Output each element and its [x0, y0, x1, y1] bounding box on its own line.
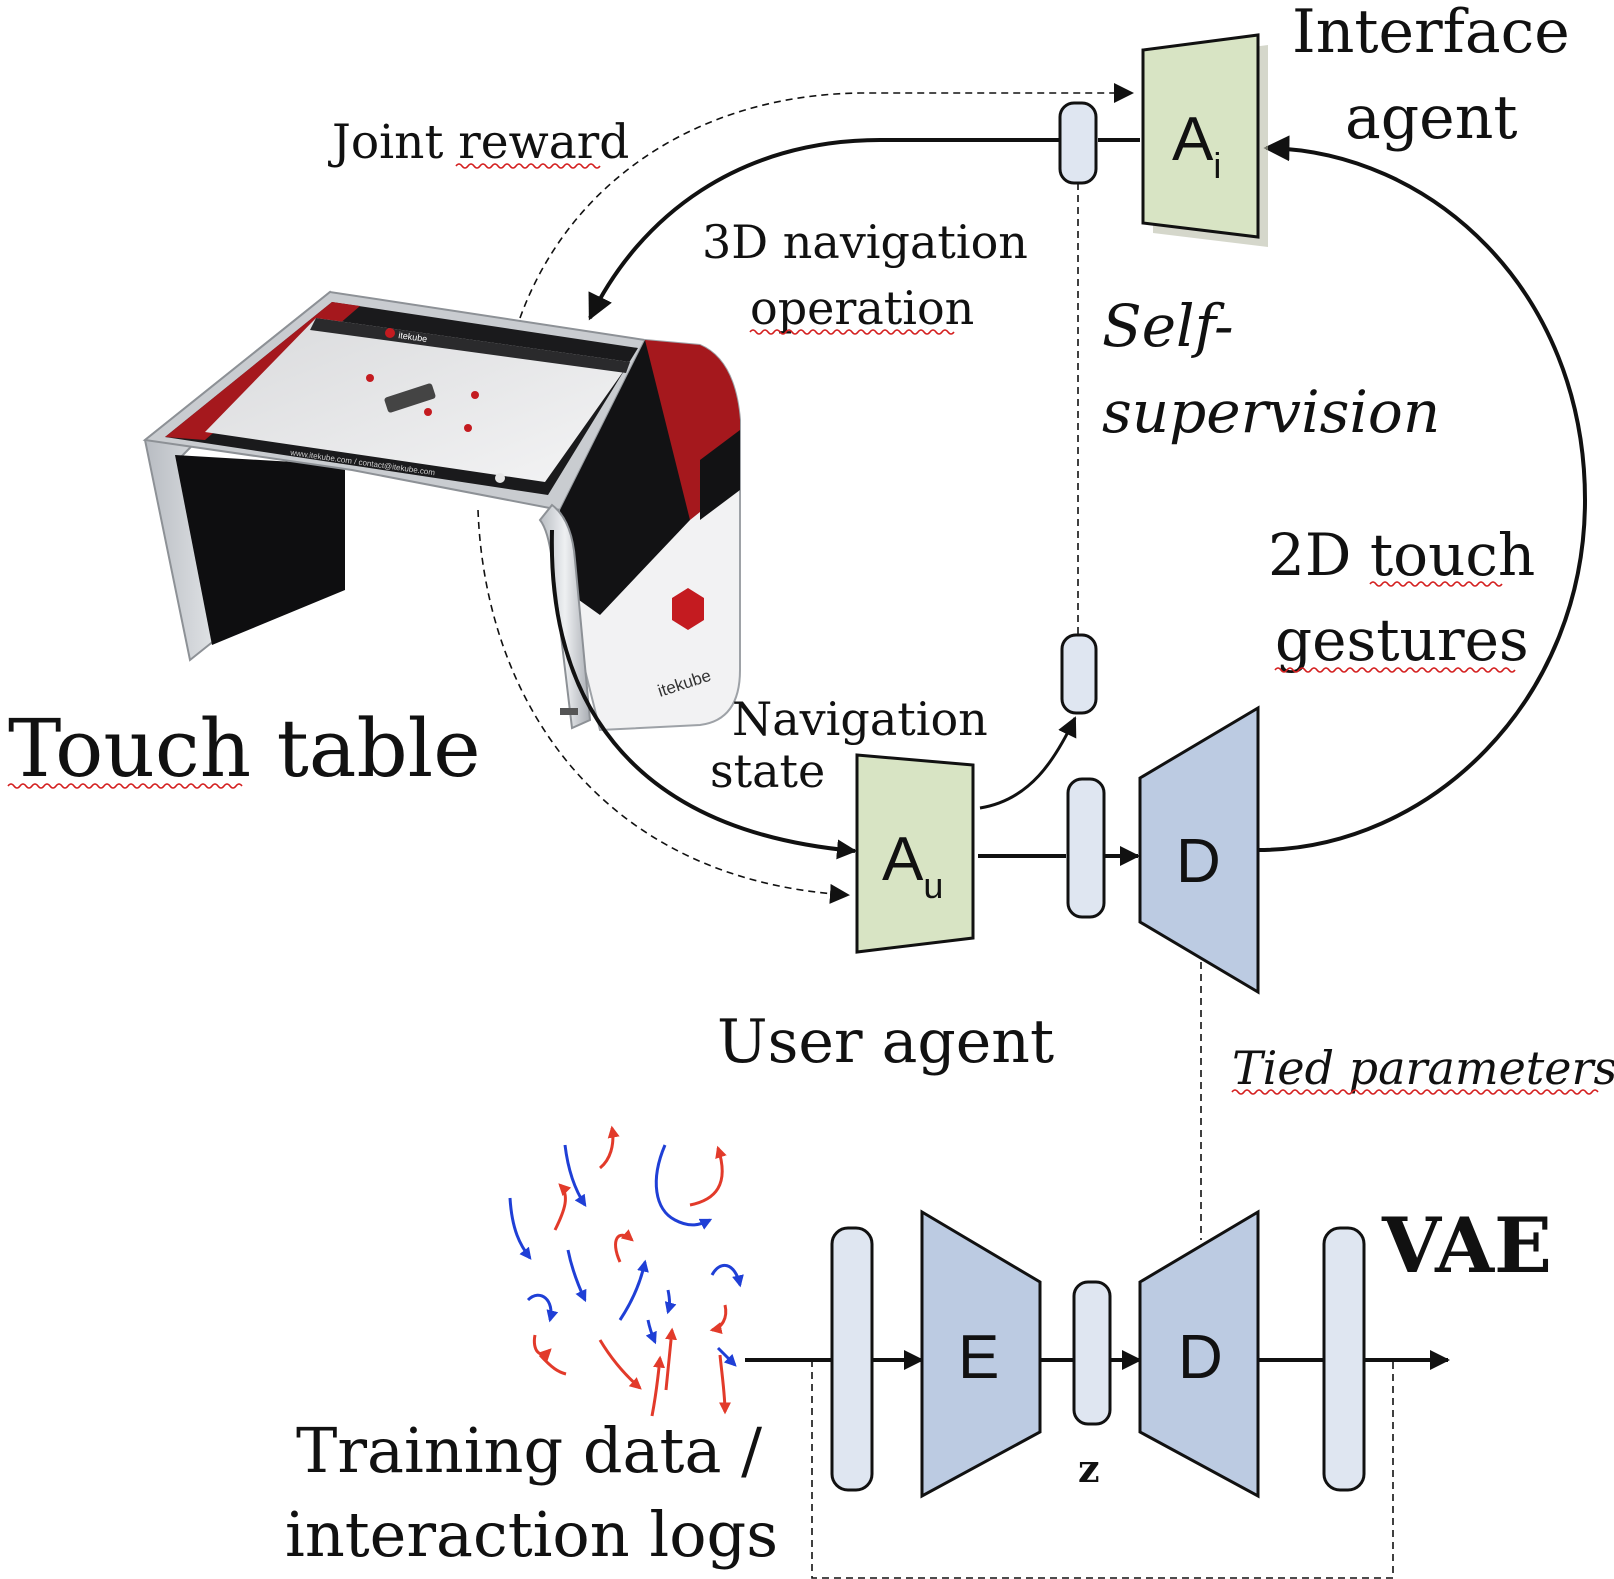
navigation-state-label-line2: state [710, 744, 825, 798]
spelling-underline-touch-table [7, 783, 243, 789]
arrow-navigation-operation [588, 138, 1060, 321]
au-symbol: Au [882, 825, 943, 906]
self-supervision-label-line1: Self- [1102, 292, 1234, 360]
screen-hotspot-icon [464, 424, 472, 432]
training-data-label-line2: interaction logs [285, 1498, 778, 1571]
encoder-label: E [958, 1323, 999, 1392]
dashed-joint-reward-to-ai [519, 83, 1134, 319]
itekube-logo-icon [672, 588, 704, 630]
self-supervision-label-line2: supervision [1102, 378, 1440, 446]
decoder-block-bottom: D [1138, 1209, 1260, 1499]
decoder-top-label: D [1176, 827, 1221, 896]
screen-logo-icon [385, 328, 395, 338]
dashed-joint-reward-to-au [477, 509, 850, 904]
training-data-label-line1: Training data / [296, 1414, 762, 1487]
arrow-touch-gestures [1257, 135, 1588, 852]
screen-product-thumbnail [384, 383, 436, 413]
dashed-reconstruction-loop [811, 1360, 1394, 1579]
vae-output-layer [1322, 1226, 1366, 1492]
decoder-bottom-label: D [1178, 1323, 1223, 1392]
spelling-underline-tied-parameters [1231, 1089, 1599, 1095]
ai-symbol: Ai [1172, 105, 1221, 186]
tied-parameters-label: Tied parameters [1232, 1041, 1614, 1095]
training-data-gestures [508, 1125, 744, 1417]
touch-table-illustration: itekube www.itekube.com / contact@itekub… [142, 290, 741, 732]
touch-table-label: Touch table [8, 702, 481, 795]
au-latent-layer [1066, 777, 1106, 919]
vae-label: VAE [1381, 1201, 1552, 1290]
spelling-underline-touch [1369, 581, 1503, 587]
decoder-block-top: D [1138, 705, 1260, 995]
latent-z-layer [1072, 1280, 1112, 1426]
spelling-underline-operation [749, 329, 955, 335]
navigation-operation-label-line1: 3D navigation [702, 215, 1028, 269]
touch-gestures-label-line1: 2D touch [1268, 521, 1535, 589]
navigation-state-label-line1: Navigation [732, 692, 988, 746]
interface-agent-block: Ai [1141, 33, 1268, 247]
vae-input-layer [830, 1226, 874, 1492]
touch-gestures-label-line2: gestures [1275, 606, 1529, 674]
navigation-operation-label-line2: operation [750, 281, 974, 335]
spelling-underline-joint-reward [455, 163, 601, 169]
arrow-au-to-self-supervision [979, 716, 1077, 810]
bezel-logo-icon [495, 473, 505, 483]
user-agent-block: Au [855, 753, 975, 954]
spelling-underline-gestures [1274, 667, 1516, 673]
screen-brand: itekube [398, 330, 428, 344]
latent-z-label: z [1078, 1446, 1100, 1491]
au-self-supervision-layer [1060, 633, 1098, 715]
encoder-block: E [920, 1209, 1042, 1499]
ai-output-layer [1058, 101, 1098, 185]
user-agent-label: User agent [717, 1007, 1054, 1077]
arrow-navigation-state [549, 529, 857, 860]
table-cable-port [560, 708, 578, 715]
screen-hotspot-icon [366, 374, 374, 382]
screen-hotspot-icon [471, 391, 479, 399]
screen-hotspot-icon [424, 408, 432, 416]
joint-reward-label: Joint reward [328, 115, 629, 170]
interface-agent-label-line2: agent [1345, 83, 1517, 153]
interface-agent-label-line1: Interface [1292, 0, 1570, 67]
